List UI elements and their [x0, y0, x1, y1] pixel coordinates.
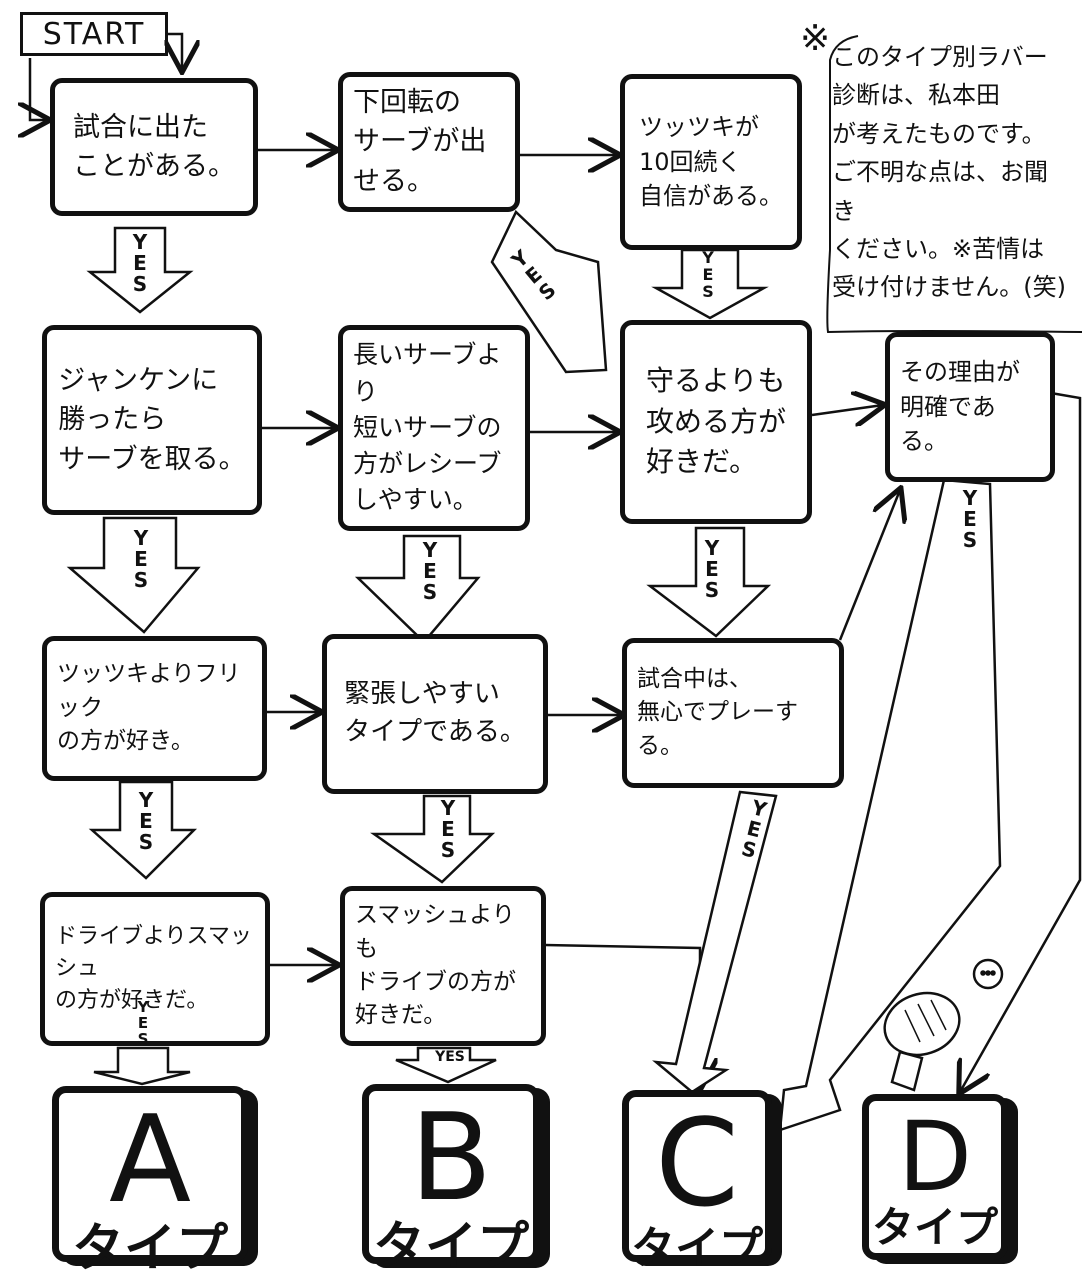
- yes-label-q3: Y E S: [698, 250, 718, 300]
- result-letter-b: B: [410, 1099, 492, 1219]
- arrow-q10-q7: [840, 490, 900, 640]
- start-label: START: [20, 12, 168, 56]
- start-arrow-a: [168, 34, 182, 70]
- yes-label-q12: YES: [420, 1050, 480, 1065]
- question-11-box: ドライブよりスマッシュ の方が好きだ。: [40, 892, 270, 1046]
- yes-label-q5: Y E S: [420, 540, 440, 603]
- question-8-box: ツッツキよりフリック の方が好き。: [42, 636, 267, 781]
- question-7-text: その理由が 明確である。: [900, 355, 1040, 459]
- yes-arrow-q5: [358, 536, 478, 642]
- start-arrow-b: [30, 58, 48, 120]
- yes-label-q4: Y E S: [131, 528, 151, 591]
- question-5-box: 長いサーブより 短いサーブの 方がレシーブ しやすい。: [338, 325, 530, 531]
- yes-arrow-q9: [374, 796, 492, 882]
- yes-label-q11: Y E S: [133, 1000, 153, 1047]
- question-10-box: 試合中は、 無心でプレーする。: [622, 638, 844, 788]
- question-10-text: 試合中は、 無心でプレーする。: [637, 663, 829, 763]
- question-12-box: スマッシュよりも ドライブの方が 好きだ。: [340, 886, 546, 1046]
- question-4-box: ジャンケンに 勝ったら サーブを取る。: [42, 325, 262, 515]
- result-label-c: タイプ: [631, 1225, 763, 1273]
- result-label-a: タイプ: [72, 1221, 228, 1278]
- yes-arrow-q11: [94, 1048, 190, 1084]
- question-3-box: ツッツキが 10回続く 自信がある。: [620, 74, 802, 250]
- question-12-text: スマッシュよりも ドライブの方が 好きだ。: [355, 899, 531, 1032]
- arrow-q6-q7: [812, 405, 883, 415]
- yes-label-q7: Y E S: [960, 488, 980, 551]
- yes-label-q6: Y E S: [702, 538, 722, 601]
- result-type-b: B タイプ: [362, 1084, 540, 1264]
- question-5-text: 長いサーブより 短いサーブの 方がレシーブ しやすい。: [353, 337, 515, 518]
- question-9-text: 緊張しやすい タイプである。: [344, 676, 526, 751]
- question-4-text: ジャンケンに 勝ったら サーブを取る。: [58, 361, 245, 478]
- result-letter-d: D: [898, 1109, 972, 1205]
- question-8-text: ツッツキよりフリック の方が好き。: [57, 658, 252, 758]
- disclaimer-note: このタイプ別ラバー 診断は、私本田 が考えたものです。 ご不明な点は、お聞き く…: [822, 30, 1077, 330]
- result-letter-a: A: [109, 1101, 191, 1221]
- result-letter-c: C: [655, 1105, 739, 1225]
- yes-label-q9: Y E S: [438, 798, 458, 861]
- question-2-text: 下回転の サーブが出せる。: [353, 83, 505, 200]
- question-1-box: 試合に出た ことがある。: [50, 78, 258, 216]
- question-2-box: 下回転の サーブが出せる。: [338, 72, 520, 212]
- result-type-c: C タイプ: [622, 1090, 772, 1262]
- yes-label-q1: Y E S: [130, 232, 150, 295]
- yes-label-q8: Y E S: [136, 790, 156, 853]
- question-6-box: 守るよりも 攻める方が 好きだ。: [620, 320, 812, 524]
- question-7-box: その理由が 明確である。: [885, 332, 1055, 482]
- question-3-text: ツッツキが 10回続く 自信がある。: [639, 110, 783, 214]
- question-11-text: ドライブよりスマッシュ の方が好きだ。: [55, 921, 255, 1017]
- question-1-text: 試合に出た ことがある。: [73, 108, 235, 186]
- result-type-a: A タイプ: [52, 1086, 248, 1262]
- result-label-d: タイプ: [872, 1205, 998, 1251]
- question-9-box: 緊張しやすい タイプである。: [322, 634, 548, 794]
- result-type-d: D タイプ: [862, 1094, 1008, 1260]
- question-6-text: 守るよりも 攻める方が 好きだ。: [646, 361, 786, 483]
